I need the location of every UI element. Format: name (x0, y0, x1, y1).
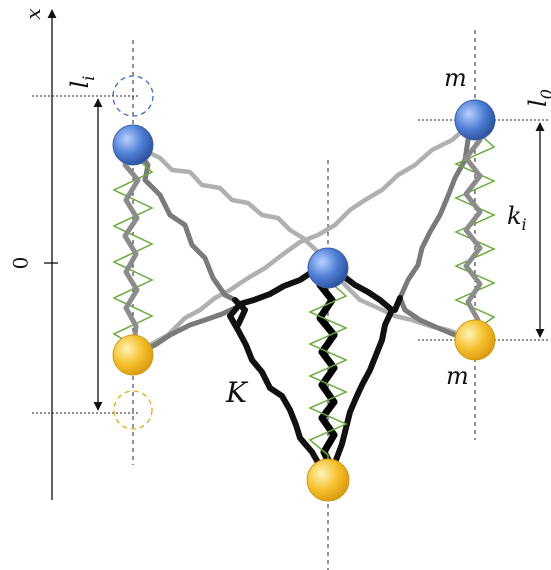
springs (112, 120, 496, 480)
dark-chains (227, 265, 403, 483)
dimension-arrows (93, 98, 545, 411)
right-yellow-bead (454, 319, 496, 361)
left-yellow-bead (112, 334, 154, 376)
coupling-constant-label: K (225, 376, 249, 409)
zero-tick-label: 0 (9, 257, 33, 270)
ghost-beads (112, 75, 154, 430)
labels: li l0 ki K m m (66, 64, 551, 409)
beads (112, 99, 496, 502)
right-spring (454, 120, 496, 340)
center-chain (316, 264, 338, 484)
center-spring (308, 268, 348, 480)
ghost-yellow-bead (113, 390, 153, 430)
light-chains (130, 117, 478, 358)
reference-lines (32, 95, 548, 414)
spring-constant-label: ki (507, 202, 527, 234)
center-blue-bead (307, 247, 349, 289)
spring-chains (122, 117, 483, 358)
left-length-label: li (66, 76, 98, 89)
mass-bottom-label: m (446, 362, 469, 390)
left-blue-bead (112, 124, 154, 166)
right-length-label: l0 (524, 89, 551, 107)
guide-lines (132, 30, 476, 570)
mass-top-label: m (444, 64, 467, 92)
x-axis-label: x (21, 8, 45, 19)
center-yellow-bead (306, 458, 350, 502)
right-blue-bead (454, 99, 496, 141)
ghost-blue-bead (112, 75, 154, 117)
x-axis: x 0 (9, 8, 58, 500)
